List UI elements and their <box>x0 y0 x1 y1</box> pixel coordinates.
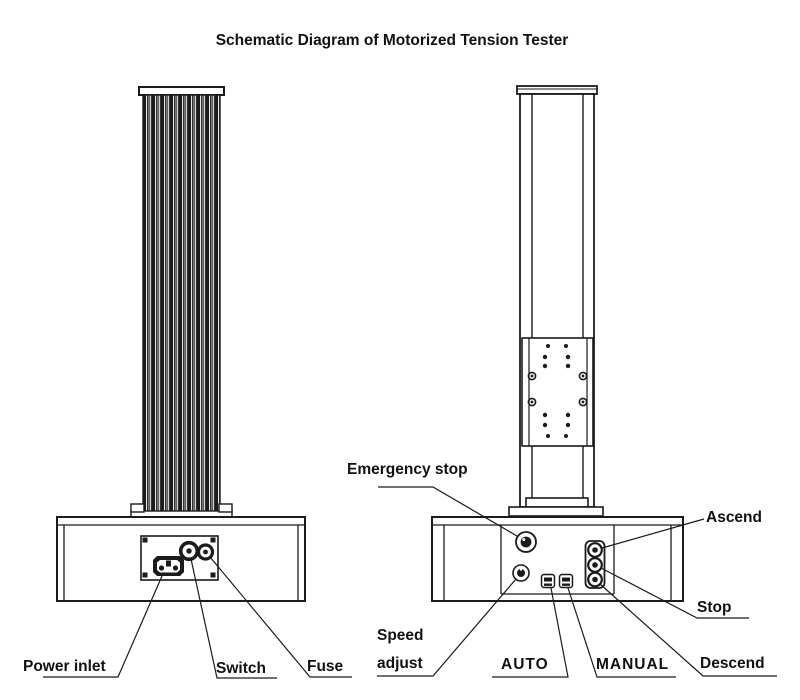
front-column-foot-upper <box>525 497 589 508</box>
jog-button-group <box>584 540 606 589</box>
emergency-stop-button <box>515 531 537 553</box>
ascend-button <box>587 542 603 558</box>
label-auto: AUTO <box>501 656 549 673</box>
rear-ribbed-column <box>142 94 221 513</box>
fuse-holder <box>196 543 215 561</box>
descend-button <box>587 571 603 588</box>
label-ascend: Ascend <box>706 509 762 526</box>
label-speed-adjust-line1: Speed <box>377 627 424 644</box>
rear-column-foot-ear-left <box>130 503 145 513</box>
manual-toggle-switch <box>558 573 574 589</box>
label-manual: MANUAL <box>596 656 670 673</box>
label-power-inlet: Power inlet <box>23 658 106 675</box>
auto-toggle-switch <box>540 573 556 589</box>
front-base <box>431 516 684 602</box>
label-switch: Switch <box>216 660 266 677</box>
crosshead-plate <box>521 337 594 447</box>
power-inlet-connector <box>153 556 184 576</box>
label-fuse: Fuse <box>307 658 344 675</box>
front-column-foot-lower <box>508 506 604 517</box>
stop-button <box>587 557 603 573</box>
label-speed-adjust-line2: adjust <box>377 655 423 672</box>
speed-adjust-knob <box>512 564 530 582</box>
label-stop: Stop <box>697 599 732 616</box>
front-view-machine <box>377 85 777 678</box>
front-column-cap <box>516 85 598 95</box>
label-emergency-stop: Emergency stop <box>347 461 468 478</box>
rear-column-foot-ear-right <box>218 503 233 513</box>
page-title: Schematic Diagram of Motorized Tension T… <box>215 32 569 49</box>
rear-leader-lines <box>43 556 352 679</box>
power-switch <box>178 540 200 562</box>
front-leader-lines <box>377 486 777 678</box>
label-descend: Descend <box>700 655 765 672</box>
rear-view-machine <box>43 86 352 679</box>
rear-column-cap <box>138 86 225 96</box>
